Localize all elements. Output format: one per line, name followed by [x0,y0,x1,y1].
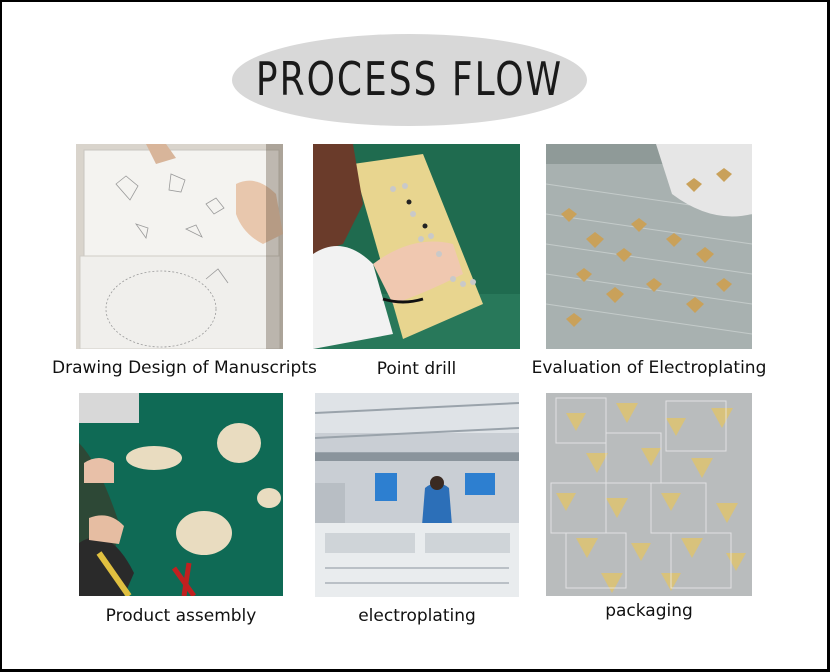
caption-packaging: packaging [605,601,693,621]
photo-drawing-design [76,144,283,349]
photo-evaluation [546,144,752,349]
caption-product-assembly: Product assembly [105,606,257,626]
photo-product-assembly [79,393,283,596]
caption-electroplating: electroplating [358,606,476,626]
title-banner: PROCESS FLOW [232,34,587,126]
photo-point-drill [313,144,520,349]
page-title: PROCESS FLOW [255,53,564,107]
caption-evaluation: Evaluation of Electroplating [531,358,767,378]
caption-drawing-design: Drawing Design of Manuscripts [52,358,317,378]
photo-electroplating [315,393,519,597]
caption-point-drill: Point drill [376,359,457,379]
photo-packaging [546,393,752,596]
